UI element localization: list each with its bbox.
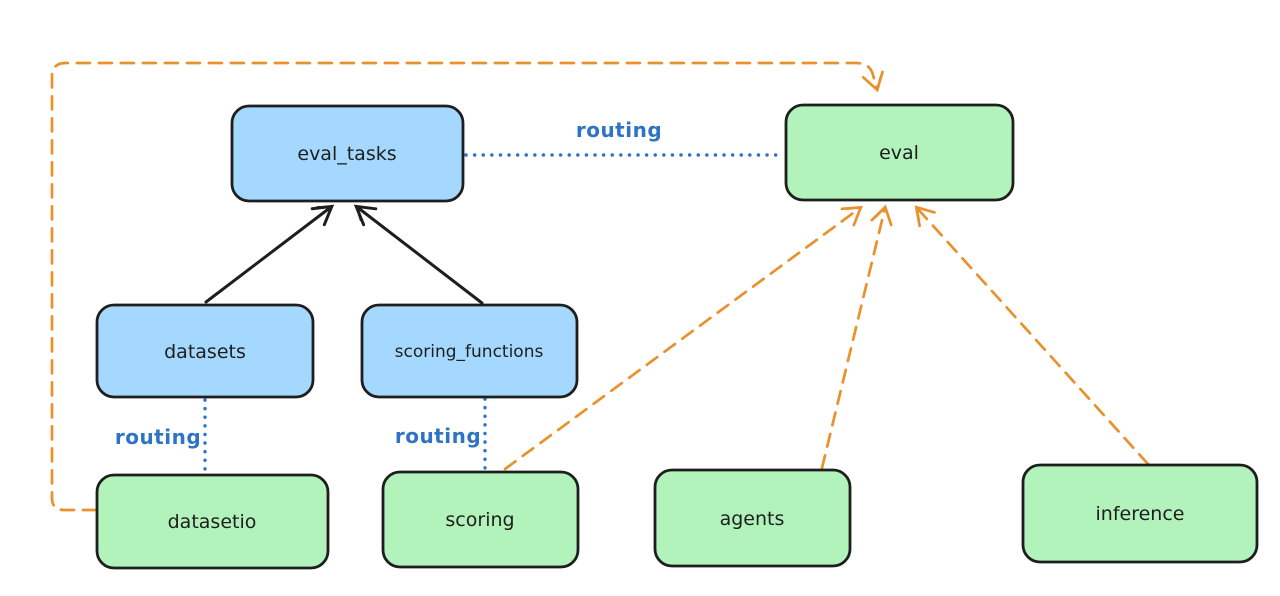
node-datasets: datasets — [95, 303, 315, 399]
edge-scoring-to-eval — [503, 205, 863, 471]
node-datasets-label: datasets — [164, 341, 246, 363]
edge-label-routing-scoring: routing — [395, 424, 481, 448]
edge-label-routing-datasetio: routing — [115, 425, 201, 449]
node-eval-box — [784, 103, 1015, 202]
node-eval-label: eval — [879, 142, 919, 164]
node-inference: inference — [1021, 463, 1259, 564]
node-datasets-box — [95, 303, 315, 399]
edge-datasetio-to-eval — [50, 61, 884, 512]
edge-label-routing-top: routing — [576, 118, 662, 142]
node-eval-tasks-box — [230, 104, 465, 203]
edge-inference-to-eval — [914, 205, 1150, 466]
edge-datasets-to-eval-tasks — [204, 204, 335, 304]
node-scoring-functions-box — [360, 303, 579, 399]
edge-agents-to-eval — [820, 204, 893, 470]
node-datasetio-box — [95, 473, 330, 570]
node-inference-label: inference — [1096, 503, 1185, 525]
node-agents-box — [653, 468, 852, 568]
node-scoring: scoring — [381, 470, 580, 569]
node-agents-label: agents — [720, 508, 785, 530]
node-agents: agents — [653, 468, 852, 568]
edge-scoring-functions-to-eval-tasks — [353, 204, 484, 305]
node-scoring-label: scoring — [445, 509, 514, 531]
node-datasetio-label: datasetio — [168, 511, 257, 533]
node-eval: eval — [784, 103, 1015, 202]
node-datasetio: datasetio — [95, 473, 330, 570]
node-scoring-functions-label: scoring_functions — [395, 342, 544, 362]
node-eval-tasks: eval_tasks — [230, 104, 465, 203]
node-scoring-functions: scoring_functions — [360, 303, 579, 399]
node-scoring-box — [381, 470, 580, 569]
node-eval-tasks-label: eval_tasks — [297, 143, 396, 165]
node-inference-box — [1021, 463, 1259, 564]
